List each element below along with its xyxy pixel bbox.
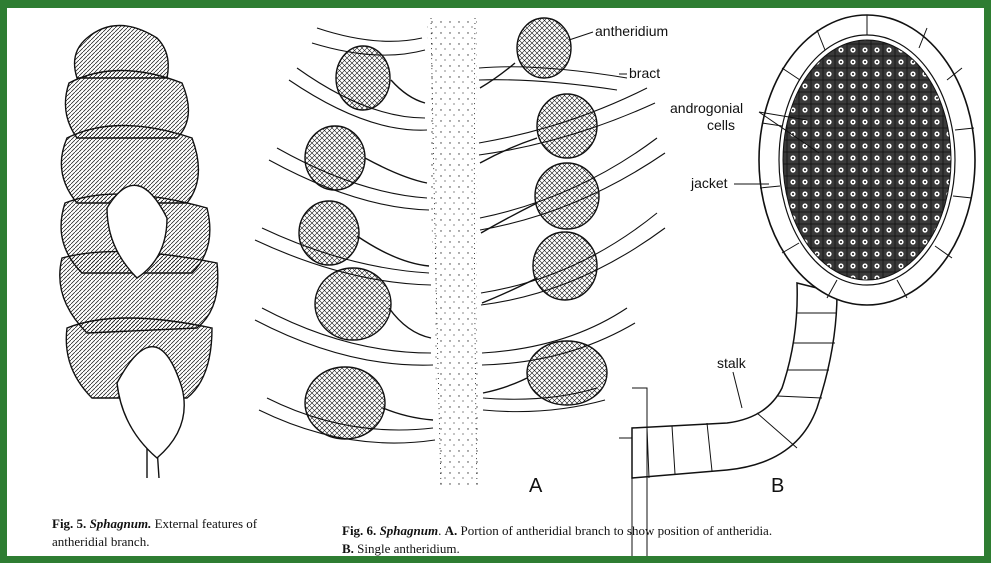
- fig6-genus: Sphagnum: [380, 523, 439, 538]
- stalk-leader: [733, 372, 742, 408]
- antheridium: [533, 232, 597, 300]
- fig6-part-b: B.: [342, 541, 354, 556]
- stalk: [632, 283, 837, 478]
- antheridium-leader: [569, 32, 593, 40]
- panel-label-b: B: [771, 475, 784, 497]
- androgonial-cells: [783, 40, 951, 280]
- illustration-canvas: antheridium bract A androgonial cells ja…: [7, 8, 984, 556]
- antheridium: [299, 201, 359, 265]
- fig5-branch-illustration: [60, 26, 218, 479]
- bract-label: bract: [629, 65, 660, 81]
- fig6-text-a: Portion of antheridial branch to show po…: [461, 523, 773, 538]
- antheridium: [336, 46, 390, 110]
- androgonial-label-line1: androgonial: [670, 100, 743, 116]
- androgonial-label-line2: cells: [707, 117, 735, 133]
- antheridium: [315, 268, 391, 340]
- jacket-label: jacket: [690, 175, 728, 191]
- left-antheridia: [299, 46, 433, 439]
- antheridium-label: antheridium: [595, 23, 668, 39]
- fig6-part-a: A.: [445, 523, 458, 538]
- fig5-genus: Sphagnum.: [90, 516, 152, 531]
- stalk-label: stalk: [717, 355, 747, 371]
- fig6-number: Fig. 6.: [342, 523, 376, 538]
- fig6a-branch-illustration: antheridium bract A: [255, 18, 668, 497]
- fig6-caption: Fig. 6. Sphagnum. A. Portion of antherid…: [342, 522, 967, 556]
- antheridium: [305, 367, 385, 439]
- antheridium: [537, 94, 597, 158]
- antheridium: [305, 126, 365, 190]
- panel-label-a: A: [529, 475, 543, 497]
- figure-plate: antheridium bract A androgonial cells ja…: [7, 8, 984, 556]
- fig5-caption: Fig. 5. Sphagnum. External features of a…: [52, 515, 307, 551]
- fig5-number: Fig. 5.: [52, 516, 86, 531]
- antheridium: [517, 18, 571, 78]
- antheridium: [527, 341, 607, 405]
- fig6b-antheridium-illustration: androgonial cells jacket stalk B: [619, 15, 975, 556]
- antheridium: [535, 163, 599, 229]
- right-antheridia: [480, 18, 607, 405]
- central-axis: [427, 18, 479, 486]
- fig6-text-b: Single antheridium.: [357, 541, 460, 556]
